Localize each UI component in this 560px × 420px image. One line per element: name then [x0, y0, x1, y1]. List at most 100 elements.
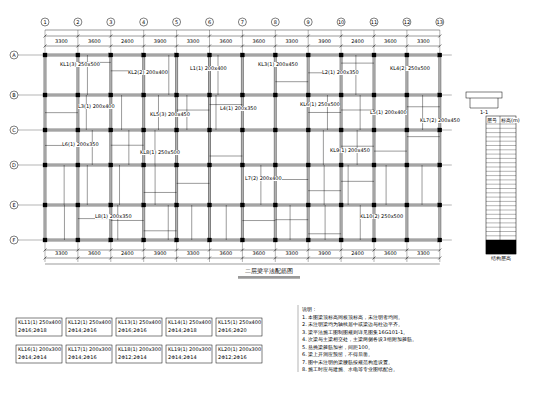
- drawing-rect: [273, 203, 277, 207]
- drawing-line: [470, 98, 471, 108]
- drawing-rect: [142, 53, 146, 57]
- drawing-rect: [208, 238, 212, 242]
- drawing-line: [486, 235, 516, 236]
- drawing-rect: [240, 238, 244, 242]
- dimension: 2400: [121, 39, 134, 44]
- drawing-line: [375, 55, 376, 240]
- drawing-line: [111, 55, 112, 240]
- drawing-line: [500, 116, 501, 254]
- note-text: 3. 梁平法施工图制图规则详见图集16G101-1。: [302, 330, 408, 335]
- drawing-line: [241, 45, 244, 48]
- table-cell: KL13(1) 250x400: [118, 320, 161, 325]
- drawing-line: [486, 132, 516, 133]
- drawing-rect: [109, 93, 113, 97]
- drawing-line: [308, 112, 341, 113]
- table-cell: KL16(1) 200x300: [18, 347, 61, 352]
- drawing-line: [86, 95, 87, 130]
- drawing-line: [386, 165, 387, 205]
- drawing-rect: [273, 163, 277, 167]
- drawing-line: [218, 55, 219, 95]
- drawing-line: [243, 55, 244, 240]
- drawing-rect: [438, 238, 442, 242]
- drawing-line: [45, 250, 440, 251]
- dimension: 2400: [351, 39, 364, 44]
- drawing-line: [438, 55, 439, 240]
- drawing-rect: [142, 128, 146, 132]
- drawing-line: [307, 35, 310, 38]
- drawing-rect: [109, 163, 113, 167]
- drawing-rect: [109, 238, 113, 242]
- drawing-line: [142, 45, 145, 48]
- drawing-rect: [438, 93, 442, 97]
- drawing-line: [355, 55, 356, 95]
- note-text: 说明：: [302, 307, 317, 312]
- drawing-line: [117, 205, 118, 240]
- drawing-rect: [175, 93, 179, 97]
- table-cell: 2Φ14;2Φ14: [168, 355, 197, 360]
- drawing-line: [486, 184, 516, 185]
- drawing-line: [215, 95, 216, 130]
- dimension: 3600: [384, 39, 397, 44]
- drawing-rect: [175, 238, 179, 242]
- drawing-line: [298, 305, 299, 372]
- drawing-rect: [486, 116, 516, 254]
- dimension: 3300: [285, 251, 298, 256]
- drawing-rect: [76, 203, 80, 207]
- dimension: 3900: [154, 39, 167, 44]
- drawing-line: [486, 205, 516, 206]
- drawing-rect: [208, 128, 212, 132]
- axis-bubble: [403, 18, 411, 26]
- drawing-rect: [306, 128, 310, 132]
- table-cell: 2Φ16;2Φ16: [118, 328, 147, 333]
- drawing-line: [87, 55, 88, 95]
- dimension: 3900: [318, 39, 331, 44]
- drawing-line: [242, 220, 275, 221]
- drawing-line: [405, 257, 408, 260]
- drawing-rect: [142, 93, 146, 97]
- drawing-line: [274, 257, 277, 260]
- drawing-line: [109, 257, 112, 260]
- drawing-line: [486, 227, 516, 228]
- axis-label: 2: [76, 20, 79, 25]
- axis-bubble: [74, 18, 82, 26]
- drawing-line: [374, 30, 375, 262]
- drawing-rect: [166, 318, 212, 336]
- drawing-line: [498, 98, 499, 108]
- drawing-rect: [372, 163, 376, 167]
- drawing-line: [238, 278, 300, 279]
- drawing-rect: [43, 93, 47, 97]
- drawing-rect: [76, 238, 80, 242]
- drawing-line: [142, 249, 145, 252]
- drawing-rect: [43, 203, 47, 207]
- drawing-rect: [240, 128, 244, 132]
- table-cell: 2Φ16;2Φ20: [218, 328, 247, 333]
- drawing-line: [175, 55, 176, 240]
- drawing-rect: [273, 128, 277, 132]
- axis-label: 13: [437, 20, 443, 25]
- drawing-rect: [273, 53, 277, 57]
- drawing-rect: [306, 53, 310, 57]
- axis-label: 6: [208, 20, 211, 25]
- drawing-line: [142, 35, 145, 38]
- drawing-line: [486, 141, 516, 142]
- drawing-line: [208, 45, 211, 48]
- table-cell: 2Φ14;2Φ18: [168, 328, 197, 333]
- beam-label: KL9(1) 200x450: [330, 148, 370, 153]
- drawing-line: [486, 162, 516, 163]
- beam-label: KL7(2) 200x450: [420, 118, 460, 123]
- dimension: 3300: [55, 39, 68, 44]
- drawing-title: 二层梁平法配筋图: [245, 268, 293, 274]
- drawing-rect: [43, 128, 47, 132]
- drawing-line: [405, 45, 408, 48]
- drawing-rect: [216, 345, 262, 363]
- drawing-line: [154, 130, 155, 165]
- axis-label: 3: [109, 20, 112, 25]
- drawing-rect: [405, 128, 409, 132]
- note-text: 8. 施工时应与建施、水电等专业图纸配合。: [302, 367, 398, 372]
- drawing-line: [324, 165, 325, 205]
- dimension: 2400: [121, 251, 134, 256]
- drawing-rect: [306, 203, 310, 207]
- axis-label: 4: [142, 20, 145, 25]
- drawing-line: [144, 55, 145, 240]
- drawing-line: [422, 95, 423, 130]
